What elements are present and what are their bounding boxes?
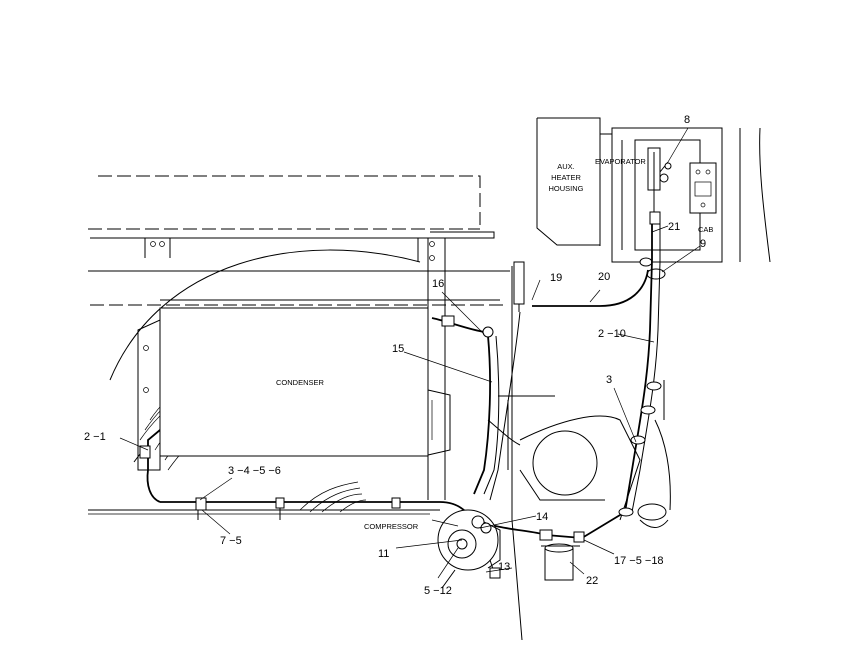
callout-16: 16 (432, 278, 444, 290)
callout-7-5: 7 −5 (220, 535, 242, 547)
callout-14: 14 (536, 511, 548, 523)
evaporator-label: EVAPORATOR (595, 157, 646, 166)
muffler-22 (541, 543, 580, 581)
cab-panel (689, 162, 717, 214)
callout-numbers: 8 21 9 19 20 16 15 2 −10 3 2 −1 3 −4 −5 … (84, 114, 706, 597)
machine-frame (88, 175, 641, 641)
callout-2-10: 2 −10 (598, 328, 626, 340)
callout-21: 21 (668, 221, 680, 233)
condenser-unit (137, 307, 451, 471)
callout-22: 22 (586, 575, 598, 587)
callout-9: 9 (700, 238, 706, 250)
callout-11: 11 (378, 548, 389, 560)
callout-20: 20 (598, 271, 610, 283)
aux-heater-housing-label-2: HEATER (551, 173, 581, 182)
callout-13: 13 (498, 561, 510, 573)
callout-5-12: 5 −12 (424, 585, 452, 597)
condenser-label: CONDENSER (276, 378, 325, 387)
component-labels: AUX. HEATER HOUSING EVAPORATOR CAB CONDE… (276, 157, 713, 531)
callout-19: 19 (550, 272, 562, 284)
callout-2-1: 2 −1 (84, 431, 106, 443)
callout-3: 3 (606, 374, 612, 386)
aux-heater-housing-label-3: HOUSING (548, 184, 583, 193)
compressor-label: COMPRESSOR (364, 522, 419, 531)
cab-label: CAB (698, 225, 713, 234)
refrigerant-hoses (133, 224, 671, 543)
leader-lines (119, 127, 701, 579)
callout-17-5-18: 17 −5 −18 (614, 555, 664, 567)
receiver-dryer (513, 261, 525, 305)
callout-3-4-5-6: 3 −4 −5 −6 (228, 465, 281, 477)
compressor-unit (437, 509, 501, 589)
callout-15: 15 (392, 343, 404, 355)
cab-structure (536, 117, 771, 280)
grommet-9 (646, 268, 666, 280)
callout-8: 8 (684, 114, 690, 126)
aux-heater-housing-label: AUX. (557, 162, 575, 171)
